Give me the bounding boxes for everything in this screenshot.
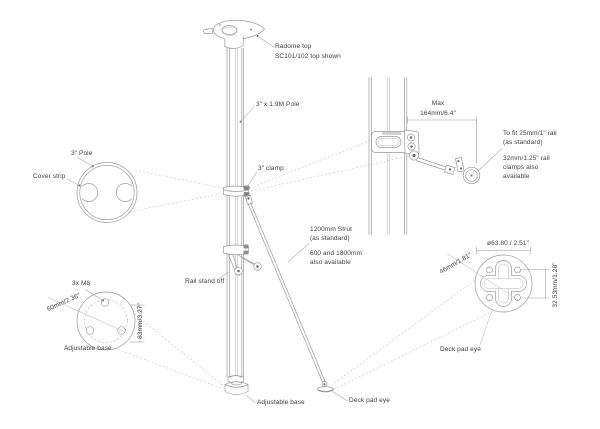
pole-tube <box>226 48 244 377</box>
radome-top <box>203 19 265 49</box>
rail-clamps-label-3: available <box>503 173 530 180</box>
strut <box>247 202 328 388</box>
strut-label: 1200mm Strut <box>310 226 353 233</box>
pole-label: 3" x 1.9M Pole <box>256 101 300 108</box>
base-height-dim: 83mm/3.27" <box>137 303 144 339</box>
clamp-label: 3" clamp <box>258 165 284 172</box>
radome-model-label: SC101/102 top shown <box>275 53 341 60</box>
rail-fit-label-2: (as standard) <box>503 139 543 146</box>
standoff-bracket <box>371 129 420 161</box>
deck-pad-eye-label: Deck pad eye <box>349 397 390 404</box>
pole-cross-section-detail <box>66 157 138 223</box>
eye-vertical-dimension <box>521 269 550 299</box>
base-bolts-label: 3x M8 <box>72 280 91 287</box>
eye-diameter-dimension <box>476 247 531 255</box>
label-leaders <box>217 35 348 404</box>
adjustable-base-foot <box>224 375 249 395</box>
base-detail-caption: Adjustable base <box>64 345 112 352</box>
max-label: Max <box>431 100 445 107</box>
base-height-dimension <box>130 304 145 343</box>
rail-standoff-detail <box>368 77 503 235</box>
radome-top-label: Radome top <box>275 43 312 50</box>
radome-adapter <box>224 36 244 49</box>
adjustable-base-label: Adjustable base <box>257 399 305 406</box>
eye-diameter-dim: ø63.80 / 2.51" <box>487 240 530 247</box>
strut-alt-label-2: also available <box>310 259 351 266</box>
adjustable-base-detail <box>47 289 145 351</box>
dotted-connectors <box>113 140 495 390</box>
eye-vertical-dim: 32.53mm/1.28" <box>552 262 559 308</box>
rail-fit-label: To fit 25mm/1" rail <box>503 130 557 137</box>
strut-alt-label: 600 and 1800mm <box>310 250 362 257</box>
clamp-3in <box>223 185 253 205</box>
standoff-arm <box>415 157 465 175</box>
main-pole <box>203 19 334 395</box>
rail-standoff-assembly <box>223 244 262 276</box>
cover-strip-groove-right <box>115 183 133 202</box>
deck-pad-eye-foot <box>317 381 334 393</box>
strut-standard-label: (as standard) <box>310 235 350 242</box>
cover-strip-label: Cover strip <box>33 173 66 180</box>
rail-clamps-label: 32mm/1.25" rail <box>503 155 550 162</box>
cover-strip-groove-left <box>81 183 99 202</box>
rail-clamp-ring <box>462 166 481 185</box>
deck-pad-eye-detail <box>446 247 550 349</box>
pole-section-label: 3" Pole <box>71 150 93 157</box>
strut-clevis <box>245 195 253 205</box>
eye-detail-caption: Deck pad eye <box>440 346 481 353</box>
max-value-label: 164mm/6.4" <box>420 110 456 117</box>
max-dimension <box>407 116 477 163</box>
rail-standoff-label: Rail stand off <box>185 278 225 285</box>
rail-clamps-label-2: clamps also <box>503 164 539 171</box>
detail-pole-section <box>368 77 408 235</box>
